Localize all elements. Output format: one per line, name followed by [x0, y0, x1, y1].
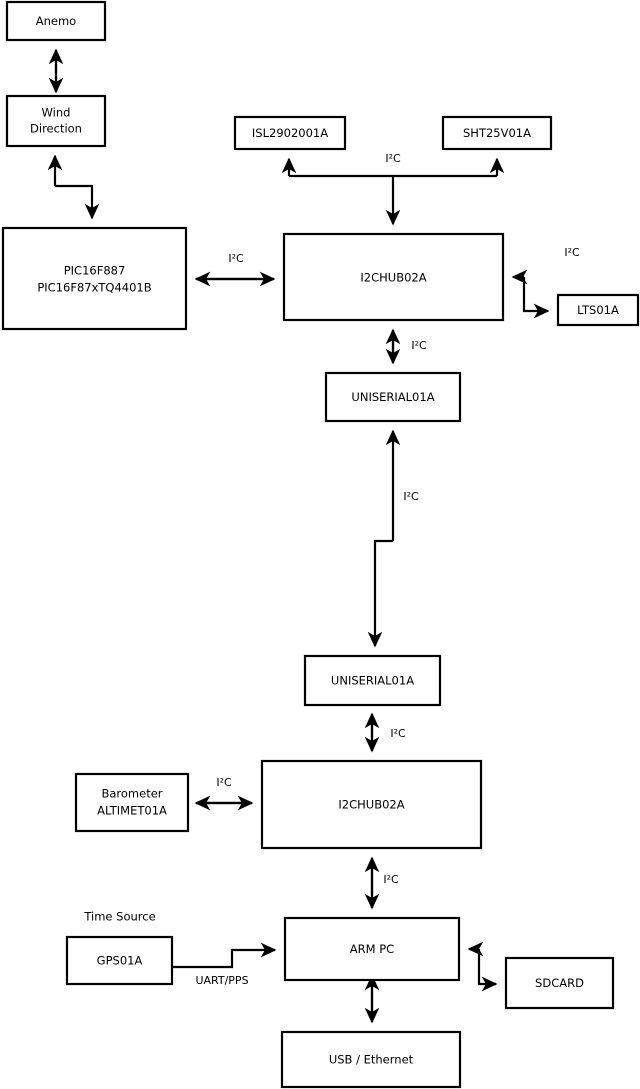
node-uniserial01a-bottom-box[interactable]	[303, 654, 442, 707]
node-i2chub02a-bottom-box[interactable]	[260, 759, 483, 850]
node-pic-label-line1: PIC16F887	[64, 264, 126, 278]
node-arm-pc[interactable]: ARM PC	[283, 916, 461, 982]
edge-armpc-sdcard	[467, 941, 498, 992]
node-barometer-label-line2: ALTIMET01A	[97, 804, 167, 818]
node-pic-label-line2: PIC16F87xTQ4401B	[37, 281, 151, 295]
edge-label-uart-pps: UART/PPS	[195, 974, 248, 987]
node-usb-ethernet[interactable]: USB / Ethernet	[280, 1030, 462, 1089]
edge-hub-sensors-fork	[281, 157, 505, 226]
node-anemo-box[interactable]	[5, 0, 107, 42]
node-lts01a-box[interactable]	[556, 293, 640, 327]
node-sht25v01a-box[interactable]	[441, 115, 553, 151]
node-uniserial01a-bottom[interactable]: UNISERIAL01A	[303, 654, 442, 707]
arrowhead-down	[367, 539, 393, 648]
node-uniserial01a-top[interactable]: UNISERIAL01A	[324, 371, 462, 423]
node-i2chub02a-bottom-label: I2CHUB02A	[338, 798, 404, 812]
arrowhead-right	[172, 942, 277, 969]
node-gps01a-label: GPS01A	[97, 954, 143, 968]
arrowhead-right-sdcard	[477, 949, 498, 992]
edge-label-uniserial-hub-bottom: I²C	[390, 727, 406, 740]
node-isl2902001a[interactable]: ISL2902001A	[233, 115, 347, 151]
arrowhead-down	[55, 184, 100, 220]
node-sht25v01a-label: SHT25V01A	[463, 126, 531, 140]
node-i2chub02a-top[interactable]: I2CHUB02A	[282, 232, 505, 322]
edge-label-hub-uniserial-top: I²C	[411, 339, 427, 352]
free-labels-layer: Time Source	[83, 910, 155, 924]
node-uniserial01a-top-label: UNISERIAL01A	[351, 390, 434, 404]
node-i2chub02a-top-box[interactable]	[282, 232, 505, 322]
edge-uniserial-link	[367, 429, 401, 648]
node-pic[interactable]: PIC16F887 PIC16F87xTQ4401B	[1, 226, 188, 331]
edge-label-uniserial-link: I²C	[403, 490, 419, 503]
node-anemo[interactable]: Anemo	[5, 0, 107, 42]
node-uniserial01a-top-box[interactable]	[324, 371, 462, 423]
node-uniserial01a-bottom-label: UNISERIAL01A	[331, 674, 414, 688]
node-isl2902001a-label: ISL2902001A	[252, 126, 328, 140]
node-sdcard[interactable]: SDCARD	[504, 956, 615, 1010]
node-i2chub02a-top-label: I2CHUB02A	[360, 271, 426, 285]
node-barometer-label-line1: Barometer	[101, 787, 162, 801]
node-anemo-label: Anemo	[36, 14, 76, 28]
node-wind-direction-label-line1: Wind	[42, 106, 71, 120]
node-lts01a-label: LTS01A	[577, 303, 619, 317]
edge-labels-layer: I²C I²C I²C I²C I²C I²C I²C I²C UART/PPS	[195, 152, 580, 987]
node-lts01a[interactable]: LTS01A	[556, 293, 640, 327]
node-sdcard-label: SDCARD	[535, 976, 584, 990]
node-usb-ethernet-label: USB / Ethernet	[329, 1053, 414, 1067]
node-barometer[interactable]: Barometer ALTIMET01A	[74, 772, 190, 833]
node-gps01a[interactable]: GPS01A	[65, 935, 174, 986]
node-sdcard-box[interactable]	[504, 956, 615, 1010]
arrowhead-right-lts	[522, 277, 550, 319]
edge-hub-lts	[511, 269, 550, 319]
edge-label-barometer-hub: I²C	[216, 776, 232, 789]
edge-label-pic-hub: I²C	[228, 252, 244, 265]
node-wind-direction-label-line2: Direction	[30, 122, 82, 136]
edge-label-hub-armpc: I²C	[383, 873, 399, 886]
edges-layer	[47, 48, 550, 1024]
edge-wind-pic	[47, 154, 100, 220]
node-wind-direction-box[interactable]	[5, 94, 107, 148]
edge-label-hub-lts: I²C	[564, 246, 580, 259]
node-wind-direction[interactable]: Wind Direction	[5, 94, 107, 148]
edge-label-sensor-fork: I²C	[385, 152, 401, 165]
node-gps01a-box[interactable]	[65, 935, 174, 986]
node-usb-ethernet-box[interactable]	[280, 1030, 462, 1089]
node-i2chub02a-bottom[interactable]: I2CHUB02A	[260, 759, 483, 850]
node-arm-pc-label: ARM PC	[350, 942, 394, 956]
node-barometer-box[interactable]	[74, 772, 190, 833]
node-pic-box[interactable]	[1, 226, 188, 331]
node-sht25v01a[interactable]: SHT25V01A	[441, 115, 553, 151]
node-isl2902001a-box[interactable]	[233, 115, 347, 151]
label-time-source: Time Source	[83, 910, 155, 924]
edge-gps-armpc	[172, 942, 277, 969]
node-arm-pc-box[interactable]	[283, 916, 461, 982]
